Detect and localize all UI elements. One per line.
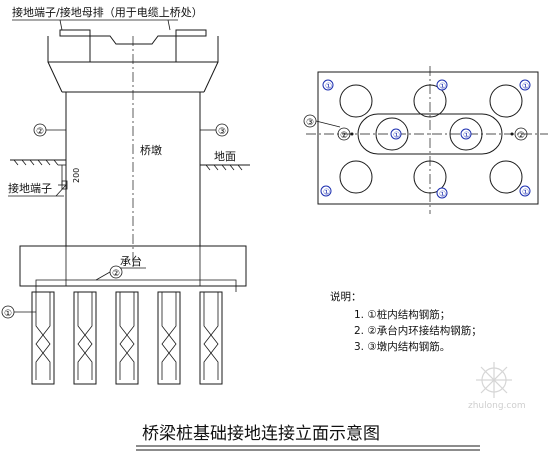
note-item-2: 2. ②承台内环接结构钢筋；	[354, 324, 482, 337]
plan-callout-2-right	[514, 127, 528, 141]
svg-text:①: ①	[439, 190, 446, 199]
plan-callout-3-leader	[315, 120, 341, 128]
plan-pier-outline	[357, 113, 503, 155]
note-item-1: 1. ①桩内结构钢筋；	[354, 308, 450, 321]
drawing-title: 桥梁桩基础接地连接立面示意图	[142, 424, 380, 444]
plan-outline	[317, 71, 539, 205]
callout-2-cap-leader	[95, 271, 111, 281]
plan-callout-1	[390, 128, 402, 140]
svg-text:②: ②	[517, 131, 525, 141]
elevation-view: 接地端子/接地母排（用于电缆上桥处） 桥墩 ② ③	[1, 5, 250, 385]
top-note-leader-left	[59, 19, 63, 31]
plan-view: ③ ① ① ① ① ① ① ① ① ② ②	[303, 66, 548, 214]
plan-callout-1	[436, 79, 448, 91]
pile-2	[73, 291, 97, 385]
pier-label: 桥墩	[140, 143, 162, 157]
pile-4	[157, 291, 181, 385]
svg-text:①: ①	[463, 131, 470, 140]
callout-1-left-text: ①	[4, 309, 12, 319]
callout-2-left-text: ②	[36, 127, 44, 137]
top-note-leader-right	[167, 19, 171, 31]
plan-pile	[489, 84, 523, 118]
plan-callout-1	[460, 128, 472, 140]
plan-pile	[489, 160, 523, 194]
grounding-terminal-block	[61, 180, 68, 190]
plan-pile	[339, 160, 373, 194]
grounding-terminal-right	[175, 29, 207, 37]
dimension-value: 200	[72, 168, 81, 183]
plan-callout-1	[519, 185, 531, 197]
ground-hatch-left	[13, 159, 59, 166]
svg-text:①: ①	[439, 82, 446, 91]
notes-block: 说明： 1. ①桩内结构钢筋； 2. ②承台内环接结构钢筋； 3. ③墩内结构钢…	[330, 290, 482, 353]
plan-callout-1	[436, 187, 448, 199]
note-item-3: 3. ③墩内结构钢筋。	[354, 340, 450, 353]
plan-pile	[375, 117, 409, 151]
ground-hatch-right	[205, 164, 243, 171]
plan-callout-1	[519, 79, 531, 91]
plan-callout-1	[322, 79, 334, 91]
callout-3-right-text: ③	[218, 127, 226, 137]
watermark-text: zhulong.com	[468, 401, 526, 411]
top-note-label: 接地端子/接地母排（用于电缆上桥处）	[12, 5, 203, 19]
plan-callouts-1: ① ① ① ① ① ① ① ①	[320, 79, 531, 199]
plan-pile	[413, 84, 447, 118]
svg-text:①: ①	[393, 131, 400, 140]
terminal-leader	[55, 184, 67, 197]
watermark-logo: zhulong.com	[468, 362, 526, 411]
piles	[31, 291, 223, 385]
callout-2-cap-text: ②	[112, 269, 120, 279]
svg-text:①: ①	[522, 82, 529, 91]
svg-text:①: ①	[323, 188, 330, 197]
plan-callout-1	[320, 185, 332, 197]
cap-ring-reinforcement	[35, 279, 237, 292]
terminal-label: 接地端子	[8, 182, 52, 195]
ground-label: 地面	[214, 150, 236, 163]
plan-pile	[339, 84, 373, 118]
svg-text:①: ①	[522, 188, 529, 197]
pile-1	[31, 291, 55, 385]
pile-cap	[19, 245, 247, 287]
pier-flare-left	[47, 61, 63, 93]
grounding-terminal-left	[59, 29, 91, 37]
plan-ring-dots	[350, 132, 514, 136]
plan-callout-2-left	[337, 127, 351, 141]
plan-pile	[413, 160, 447, 194]
svg-text:②: ②	[340, 131, 348, 141]
pile-5	[199, 291, 223, 385]
plan-piles	[339, 84, 523, 194]
cap-label: 承台	[120, 254, 142, 268]
plan-callout-3-text: ③	[306, 118, 314, 128]
svg-text:①: ①	[325, 82, 332, 91]
pile-3	[115, 291, 139, 385]
pier-flare-right	[203, 61, 219, 93]
notes-heading: 说明：	[330, 290, 362, 303]
plan-pile	[449, 117, 483, 151]
